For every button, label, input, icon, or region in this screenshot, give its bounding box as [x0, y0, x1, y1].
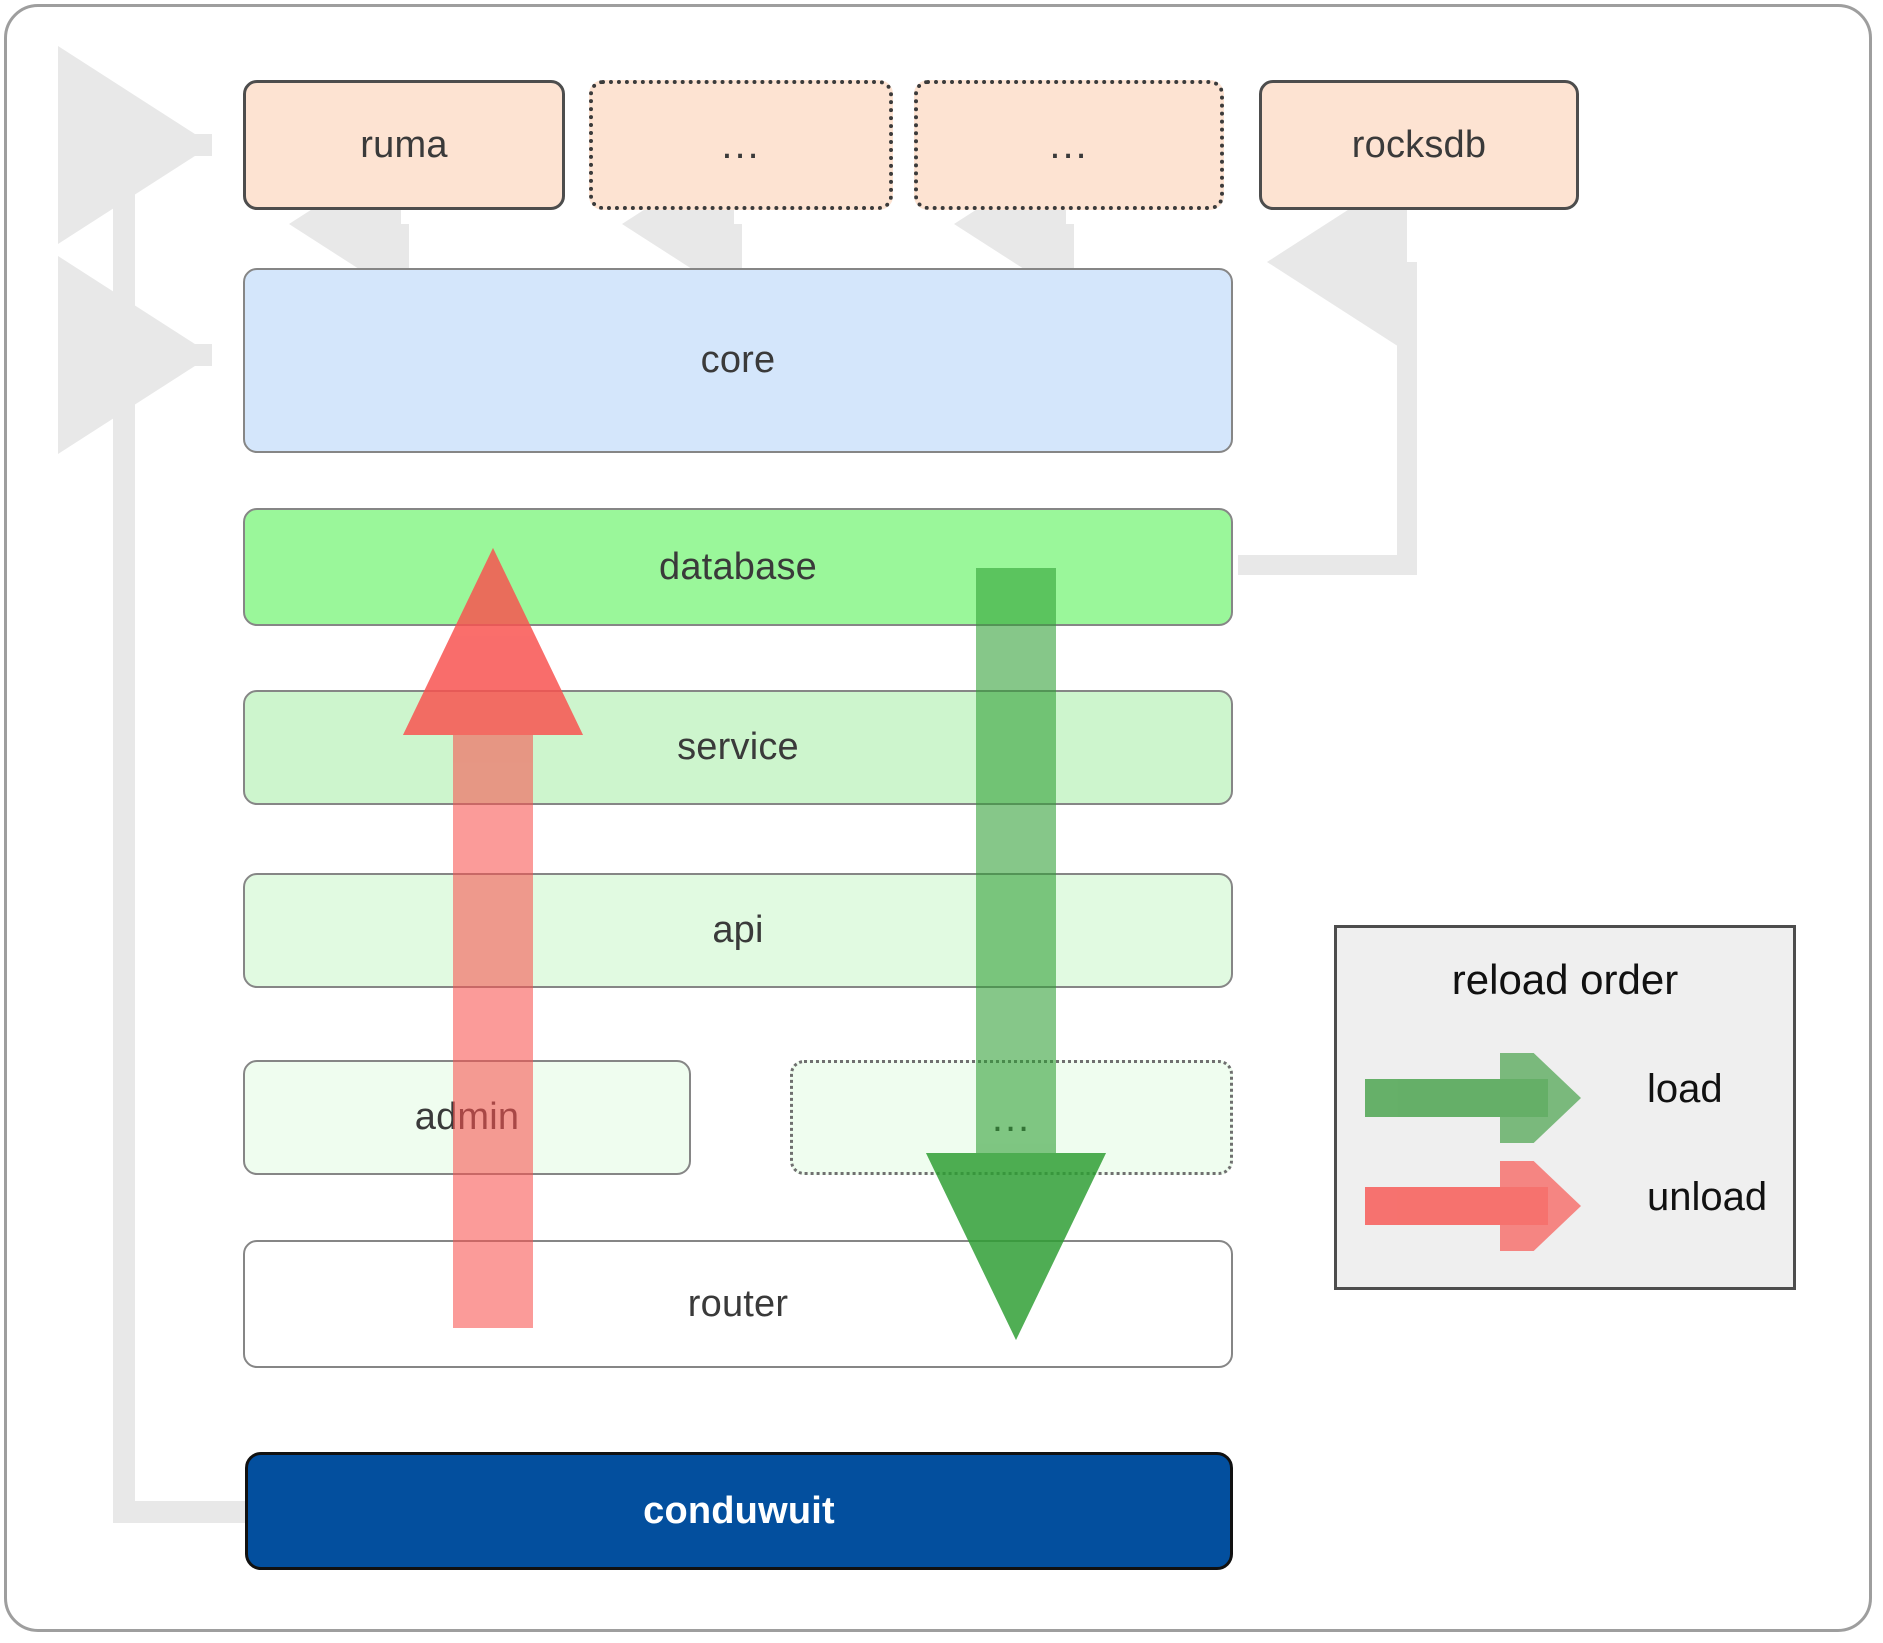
legend-item-unload: unload — [1337, 1161, 1793, 1251]
node-ruma[interactable]: ruma — [243, 80, 565, 210]
node-label: admin — [414, 1096, 520, 1138]
node-label: database — [659, 545, 817, 588]
node-admin[interactable]: admin — [243, 1060, 691, 1175]
legend-label-unload: unload — [1647, 1175, 1768, 1219]
node-conduwuit[interactable]: conduwuit — [245, 1452, 1233, 1570]
node-dep-b[interactable]: ... — [914, 80, 1224, 210]
node-label: ruma — [360, 123, 448, 166]
node-dep-a[interactable]: ... — [589, 80, 893, 210]
legend-item-load: load — [1337, 1053, 1793, 1143]
node-service[interactable]: service — [243, 690, 1233, 805]
load-legend-arrow — [1365, 1053, 1581, 1143]
legend-label-load: load — [1647, 1067, 1723, 1111]
node-label: api — [712, 909, 764, 951]
node-label: ... — [1049, 123, 1089, 167]
unload-legend-arrow — [1365, 1161, 1581, 1251]
node-label: router — [687, 1282, 789, 1325]
node-label: ... — [991, 1095, 1032, 1140]
node-more[interactable]: ... — [790, 1060, 1233, 1175]
node-label: conduwuit — [643, 1489, 835, 1532]
node-database[interactable]: database — [243, 508, 1233, 626]
node-label: rocksdb — [1351, 123, 1487, 166]
legend-panel: reload order load unload — [1334, 925, 1796, 1290]
node-label: ... — [721, 123, 761, 167]
node-api[interactable]: api — [243, 873, 1233, 988]
node-label: service — [677, 726, 799, 768]
node-router[interactable]: router — [243, 1240, 1233, 1368]
legend-title: reload order — [1451, 956, 1679, 1003]
node-label: core — [700, 339, 776, 381]
diagram-frame — [4, 4, 1872, 1632]
node-rocksdb[interactable]: rocksdb — [1259, 80, 1579, 210]
node-core[interactable]: core — [243, 268, 1233, 453]
